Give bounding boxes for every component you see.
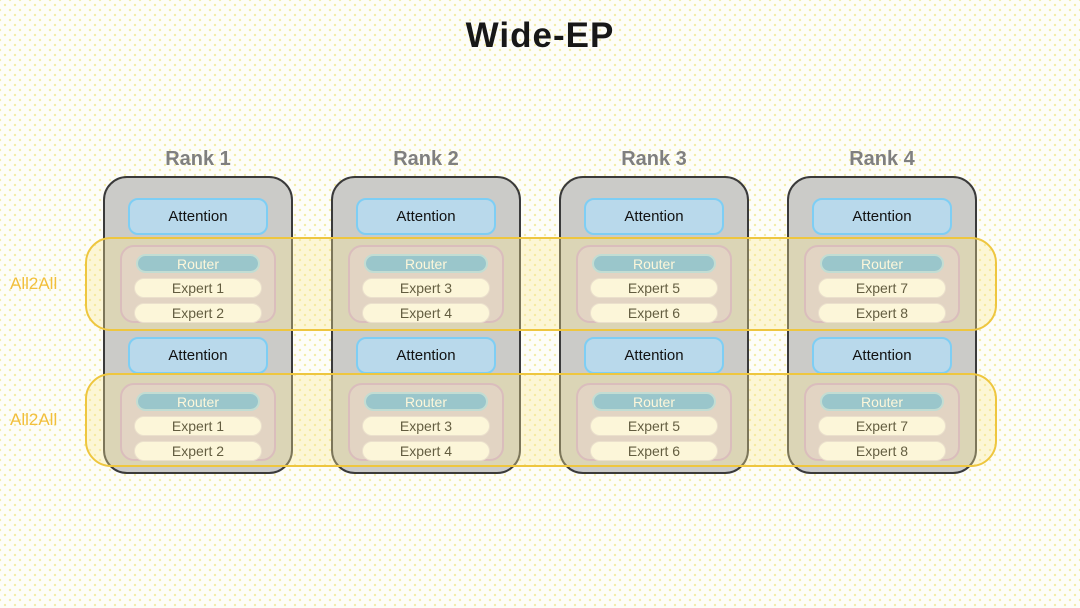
- router-pill: Router: [364, 392, 488, 411]
- moe-container: Router Expert 7 Expert 8: [804, 245, 960, 323]
- expert-pill: Expert 8: [818, 303, 946, 323]
- router-pill: Router: [592, 254, 716, 273]
- router-pill: Router: [136, 254, 260, 273]
- router-pill: Router: [364, 254, 488, 273]
- expert-pill: Expert 2: [134, 441, 262, 461]
- rank-label: Rank 1: [165, 148, 231, 170]
- attention-box: Attention: [812, 337, 952, 374]
- attention-box: Attention: [812, 198, 952, 235]
- rank-box: Attention Router Expert 5 Expert 6 Atten…: [559, 176, 749, 474]
- router-pill: Router: [820, 392, 944, 411]
- rank-column-1: Rank 1 Attention Router Expert 1 Expert …: [103, 148, 293, 474]
- attention-box: Attention: [128, 198, 268, 235]
- attention-box: Attention: [356, 198, 496, 235]
- moe-container: Router Expert 1 Expert 2: [120, 383, 276, 461]
- rank-box: Attention Router Expert 3 Expert 4 Atten…: [331, 176, 521, 474]
- expert-pill: Expert 5: [590, 416, 718, 436]
- diagram-title: Wide-EP: [465, 16, 615, 55]
- rank-column-2: Rank 2 Attention Router Expert 3 Expert …: [331, 148, 521, 474]
- expert-pill: Expert 2: [134, 303, 262, 323]
- expert-pill: Expert 7: [818, 416, 946, 436]
- moe-container: Router Expert 3 Expert 4: [348, 245, 504, 323]
- rank-box: Attention Router Expert 7 Expert 8 Atten…: [787, 176, 977, 474]
- expert-pill: Expert 4: [362, 441, 490, 461]
- rank-label: Rank 3: [621, 148, 687, 170]
- rank-label: Rank 2: [393, 148, 459, 170]
- router-pill: Router: [592, 392, 716, 411]
- attention-box: Attention: [356, 337, 496, 374]
- expert-pill: Expert 6: [590, 441, 718, 461]
- attention-box: Attention: [128, 337, 268, 374]
- moe-container: Router Expert 3 Expert 4: [348, 383, 504, 461]
- expert-pill: Expert 7: [818, 278, 946, 298]
- expert-pill: Expert 8: [818, 441, 946, 461]
- expert-pill: Expert 1: [134, 416, 262, 436]
- attention-box: Attention: [584, 337, 724, 374]
- expert-pill: Expert 3: [362, 278, 490, 298]
- rank-box: Attention Router Expert 1 Expert 2 Atten…: [103, 176, 293, 474]
- rank-column-3: Rank 3 Attention Router Expert 5 Expert …: [559, 148, 749, 474]
- rank-label: Rank 4: [849, 148, 915, 170]
- all2all-label-1: All2All: [10, 274, 58, 293]
- router-pill: Router: [136, 392, 260, 411]
- router-pill: Router: [820, 254, 944, 273]
- all2all-label-2: All2All: [10, 410, 58, 429]
- expert-pill: Expert 4: [362, 303, 490, 323]
- expert-pill: Expert 5: [590, 278, 718, 298]
- expert-pill: Expert 3: [362, 416, 490, 436]
- expert-pill: Expert 6: [590, 303, 718, 323]
- moe-container: Router Expert 7 Expert 8: [804, 383, 960, 461]
- expert-pill: Expert 1: [134, 278, 262, 298]
- moe-container: Router Expert 5 Expert 6: [576, 383, 732, 461]
- moe-container: Router Expert 1 Expert 2: [120, 245, 276, 323]
- moe-container: Router Expert 5 Expert 6: [576, 245, 732, 323]
- rank-column-4: Rank 4 Attention Router Expert 7 Expert …: [787, 148, 977, 474]
- attention-box: Attention: [584, 198, 724, 235]
